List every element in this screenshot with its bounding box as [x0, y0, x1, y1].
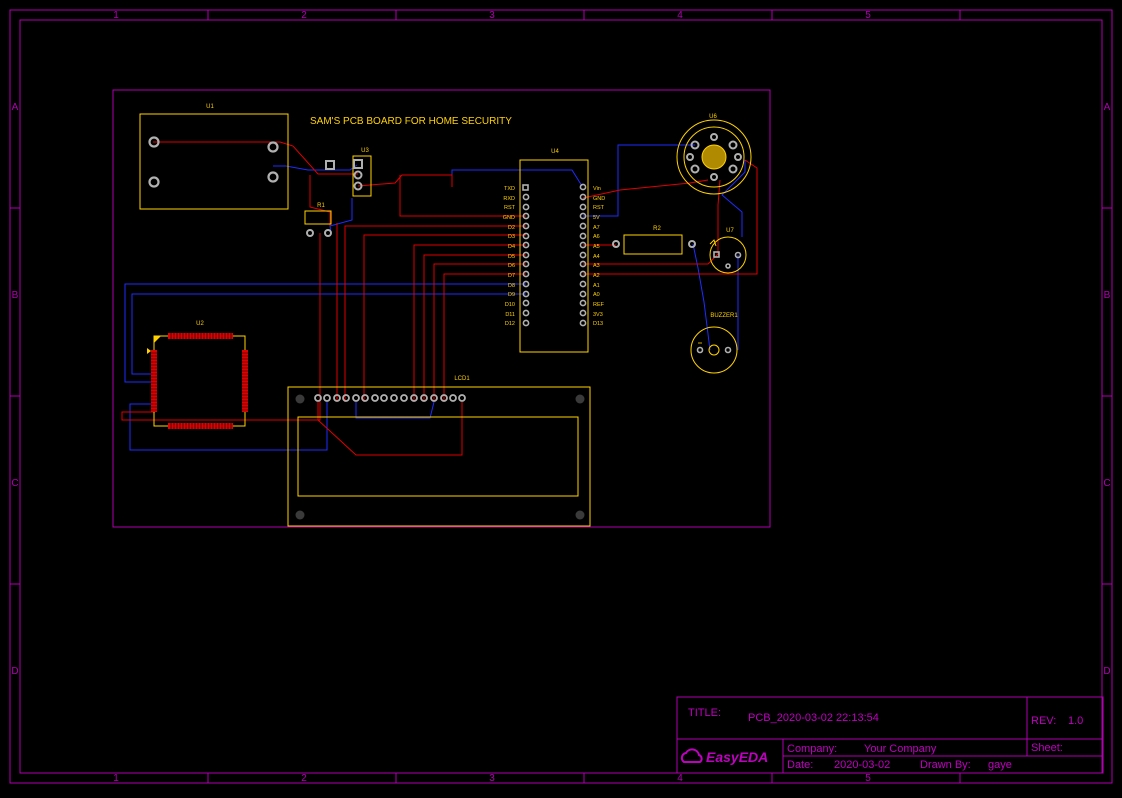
component-r2[interactable]: R2	[612, 226, 696, 255]
col-label-top-2: 2	[301, 10, 307, 21]
u4-pin-right-12: A0	[593, 292, 600, 298]
component-u2[interactable]: U2	[147, 321, 248, 429]
u4-pin-left-15: D12	[505, 321, 515, 327]
u4-pin-right-1: Vin	[593, 186, 601, 192]
u4-pin-right-15: D13	[593, 321, 603, 327]
u4-pin-left-14: D11	[505, 312, 515, 318]
u4-pin-left-1: TXD	[504, 186, 515, 192]
u4-pin-right-7: A5	[593, 244, 600, 250]
u3-ref-label: U3	[361, 148, 369, 154]
col-label-top-4: 4	[677, 10, 683, 21]
r2-ref-label: R2	[653, 226, 661, 232]
col-label-top-1: 1	[113, 10, 119, 21]
u4-pin-right-8: A4	[593, 254, 600, 260]
u4-pin-right-6: A6	[593, 234, 600, 240]
component-buzzer1[interactable]: BUZZER1	[690, 313, 738, 374]
u2-pads	[151, 333, 248, 429]
drawn-by-value: gaye	[988, 759, 1012, 771]
u4-pin-left-10: D7	[508, 273, 515, 279]
u4-left-pin-labels: TXD RXD RST GND D2 D3 D4 D5 D6 D7 D8 D9 …	[503, 186, 516, 327]
lcd1-pads	[314, 394, 466, 402]
row-label-left-b: B	[12, 290, 19, 301]
row-label-left-a: A	[12, 102, 19, 113]
u6-ref-label: U6	[709, 114, 717, 120]
u7-ref-label: U7	[726, 228, 734, 234]
u4-pin-left-11: D8	[508, 283, 515, 289]
r1-ref-label: R1	[317, 203, 325, 209]
u4-pin-right-3: RST	[593, 205, 605, 211]
u4-pin-left-7: D4	[508, 244, 515, 250]
row-label-left-d: D	[11, 666, 18, 677]
u2-ref-label: U2	[196, 321, 204, 327]
u4-pin-left-13: D10	[505, 302, 515, 308]
top-copper-traces	[121, 141, 758, 456]
u4-pin-left-8: D5	[508, 254, 515, 260]
company-value: Your Company	[864, 743, 937, 755]
bottom-copper-traces	[124, 144, 746, 451]
component-r1[interactable]: R1	[304, 203, 332, 237]
col-label-bottom-1: 1	[113, 773, 119, 784]
row-label-right-b: B	[1104, 290, 1111, 301]
col-label-bottom-2: 2	[301, 773, 307, 784]
title-value: PCB_2020-03-02 22:13:54	[748, 712, 879, 724]
component-u3[interactable]: U3	[325, 148, 372, 197]
sheet-label: Sheet:	[1031, 742, 1063, 754]
col-label-top-3: 3	[489, 10, 495, 21]
u4-pin-left-9: D6	[508, 263, 515, 269]
u3-pads	[353, 159, 363, 169]
rev-value: 1.0	[1068, 715, 1083, 727]
row-label-right-c: C	[1103, 478, 1110, 489]
col-label-bottom-3: 3	[489, 773, 495, 784]
u4-pin-left-3: RST	[504, 205, 516, 211]
rev-label: REV:	[1031, 715, 1056, 727]
u4-pin-right-4: 5V	[593, 215, 600, 221]
u4-pin-right-5: A7	[593, 225, 600, 231]
date-label: Date:	[787, 759, 813, 771]
col-label-top-5: 5	[865, 10, 871, 21]
board-title: SAM'S PCB BOARD FOR HOME SECURITY	[310, 116, 512, 127]
row-label-left-c: C	[11, 478, 18, 489]
company-label: Company:	[787, 743, 837, 755]
component-u1[interactable]: U1	[139, 104, 289, 210]
component-u7[interactable]: U7	[709, 228, 747, 274]
drawn-by-label: Drawn By:	[920, 759, 971, 771]
date-value: 2020-03-02	[834, 759, 890, 771]
u4-pin-left-4: GND	[503, 215, 515, 221]
u4-pin-right-13: REF	[593, 302, 605, 308]
lcd1-ref-label: LCD1	[454, 376, 470, 382]
row-label-right-a: A	[1104, 102, 1111, 113]
u4-pin-right-9: A3	[593, 263, 600, 269]
u1-ref-label: U1	[206, 104, 214, 110]
u4-pin-left-2: RXD	[503, 196, 515, 202]
title-block	[676, 696, 1104, 774]
u4-pin-right-11: A1	[593, 283, 600, 289]
title-label: TITLE:	[688, 707, 721, 719]
sheet-frame	[9, 9, 1113, 784]
col-label-bottom-5: 5	[865, 773, 871, 784]
component-lcd1[interactable]: LCD1	[287, 376, 591, 527]
u4-pin-right-10: A2	[593, 273, 600, 279]
logo-text: EasyEDA	[706, 749, 768, 765]
u4-right-pin-labels: Vin GND RST 5V A7 A6 A5 A4 A3 A2 A1 A0 R…	[593, 186, 605, 327]
board-outline	[112, 89, 771, 528]
row-label-right-d: D	[1103, 666, 1110, 677]
u4-pin-right-14: 3V3	[593, 312, 603, 318]
easyeda-logo: EasyEDA	[680, 748, 768, 765]
cloud-icon	[680, 748, 703, 763]
buzzer1-ref-label: BUZZER1	[710, 313, 738, 319]
col-label-bottom-4: 4	[677, 773, 683, 784]
u4-pin-left-6: D3	[508, 234, 515, 240]
u4-pin-left-12: D9	[508, 292, 515, 298]
u4-ref-label: U4	[551, 149, 559, 155]
u4-pin-right-2: GND	[593, 196, 605, 202]
component-u6[interactable]: U6	[676, 114, 752, 195]
zone-labels: 1 2 3 4 5 1 2 3 4 5 A B C D A B C D	[11, 10, 1110, 784]
component-u4[interactable]: U4 TXD RXD RST GND D2 D3 D4	[503, 149, 605, 353]
u4-pin-left-5: D2	[508, 225, 515, 231]
